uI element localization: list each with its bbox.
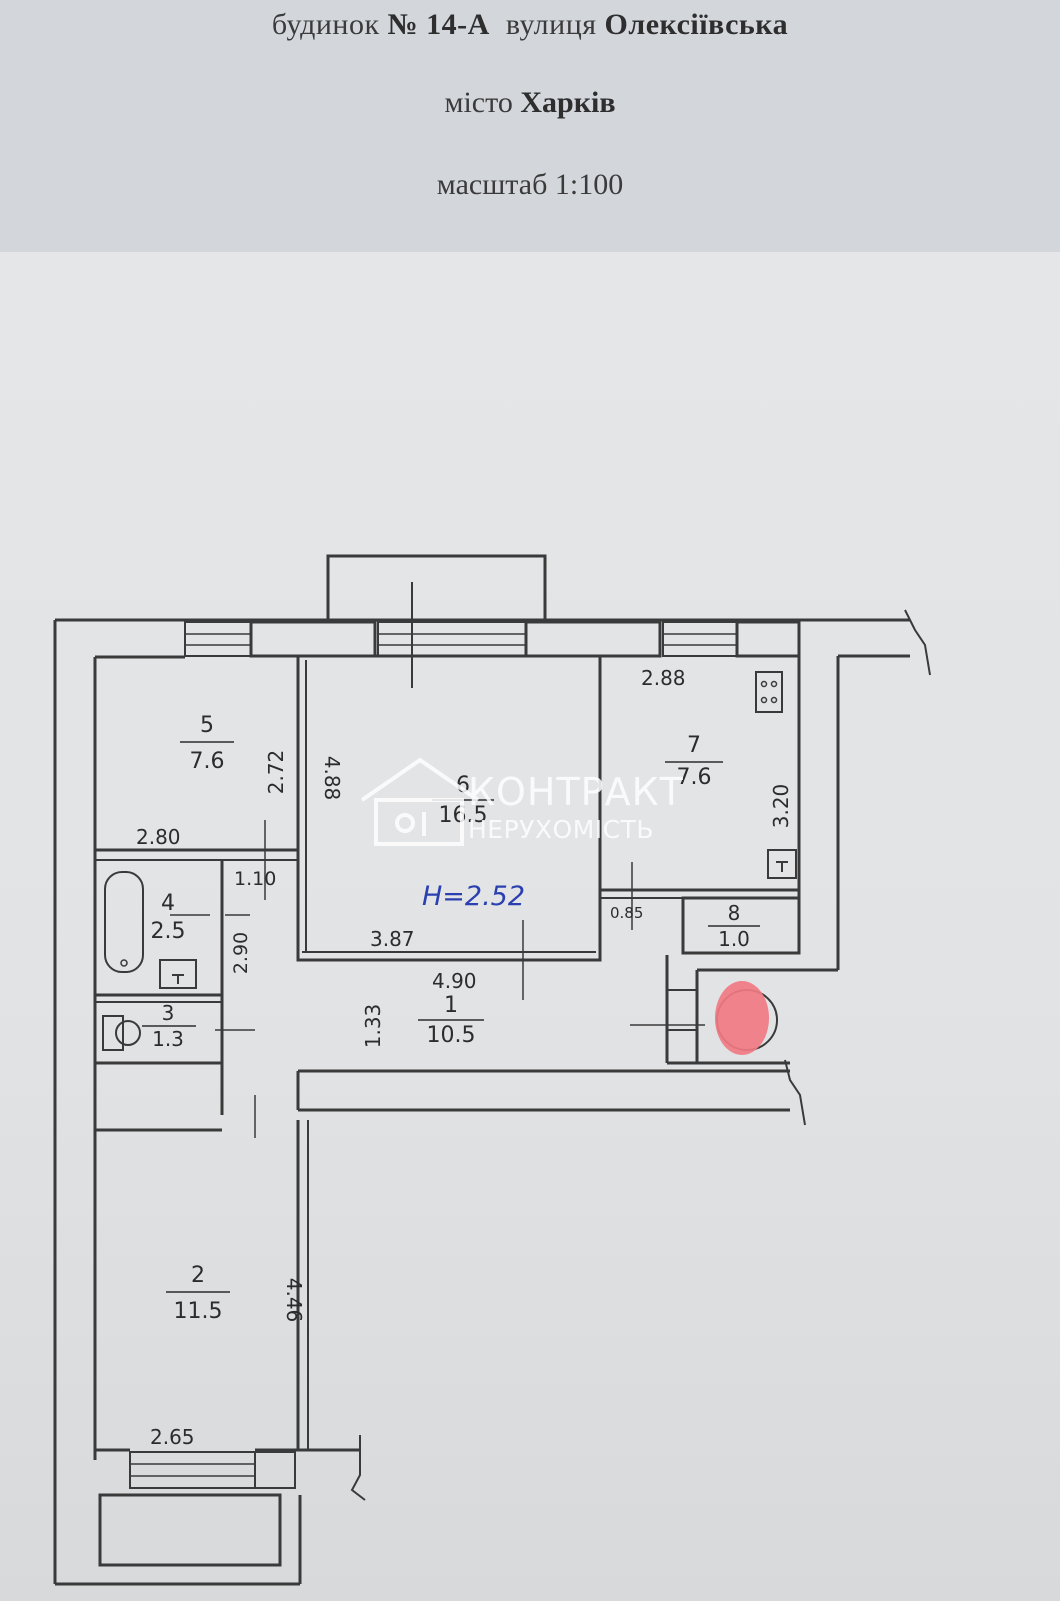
watermark: КОНТРАКТ НЕРУХОМІСТЬ [360,757,684,846]
plan-sheet [0,252,1060,1601]
city-line: місто Харків [0,86,1060,120]
room-6-walls [296,654,602,962]
pier-3 [735,620,801,658]
watermark-line1: КОНТРАКТ [468,770,684,814]
dim-room5-width: 2.80 [136,825,181,849]
room-5-area: 7.6 [190,749,225,774]
balcony-top [326,554,547,620]
label-city: місто [444,86,513,119]
pantry-walls [681,896,801,955]
window-3 [662,621,738,657]
dim-hall-depth: 1.33 [361,1004,385,1049]
ceiling-height: H=2.52 [422,881,525,912]
room-2-id: 2 [191,1263,205,1288]
room-7-id: 7 [687,733,701,758]
address-line: будинок № 14-А вулиця Олексіївська [0,8,1060,42]
dim-pantry-width: 0.85 [610,904,643,922]
header-band [0,0,1060,252]
stove-icon [755,671,783,713]
dim-corridor-length: 2.90 [230,932,252,974]
dim-corridor-width: 1.10 [234,868,276,890]
watermark-line2: НЕРУХОМІСТЬ [468,815,654,844]
dim-room2-depth: 4.46 [282,1278,306,1323]
window-2 [377,621,527,657]
room-4-id: 4 [161,891,175,916]
room-3-area: 1.3 [152,1027,184,1051]
room-7-area: 7.6 [677,765,712,790]
window-1 [184,621,252,657]
dim-hall-width: 4.90 [432,969,477,993]
dim-kitchen-width: 2.88 [641,666,686,690]
room-1-area: 10.5 [427,1023,476,1048]
redaction-mark [715,981,778,1055]
label-street: вулиця [505,8,597,41]
room-4-area: 2.5 [151,919,186,944]
room-8-id: 8 [728,901,741,925]
sink-kitchen-icon [767,849,797,879]
window-bottom [129,1451,256,1489]
balcony-bottom [98,1493,282,1567]
pier-2 [524,620,662,658]
sink-icon [159,959,197,989]
city-name: Харків [520,86,616,119]
walls [53,554,931,1586]
label-building: будинок [271,8,380,41]
house-logo-icon [360,757,480,846]
pier-1 [249,620,377,658]
room-3-id: 3 [162,1001,175,1025]
dim-room2-width: 2.65 [150,1425,195,1449]
room-8-area: 1.0 [718,927,750,951]
building-number: № 14-А [387,8,490,41]
dim-room5-depth: 2.72 [264,750,288,795]
dim-kitchen-depth: 3.20 [769,784,793,829]
dim-living-depth: 4.88 [320,756,344,801]
street-name: Олексіївська [604,8,789,41]
bathtub-icon [104,871,144,973]
room-1-id: 1 [444,993,458,1018]
scale-line: масштаб 1:100 [436,168,624,201]
room-2-area: 11.5 [174,1299,223,1324]
dim-living-width: 3.87 [370,927,415,951]
toilet-icon [102,1015,124,1051]
room-5-id: 5 [200,713,214,738]
